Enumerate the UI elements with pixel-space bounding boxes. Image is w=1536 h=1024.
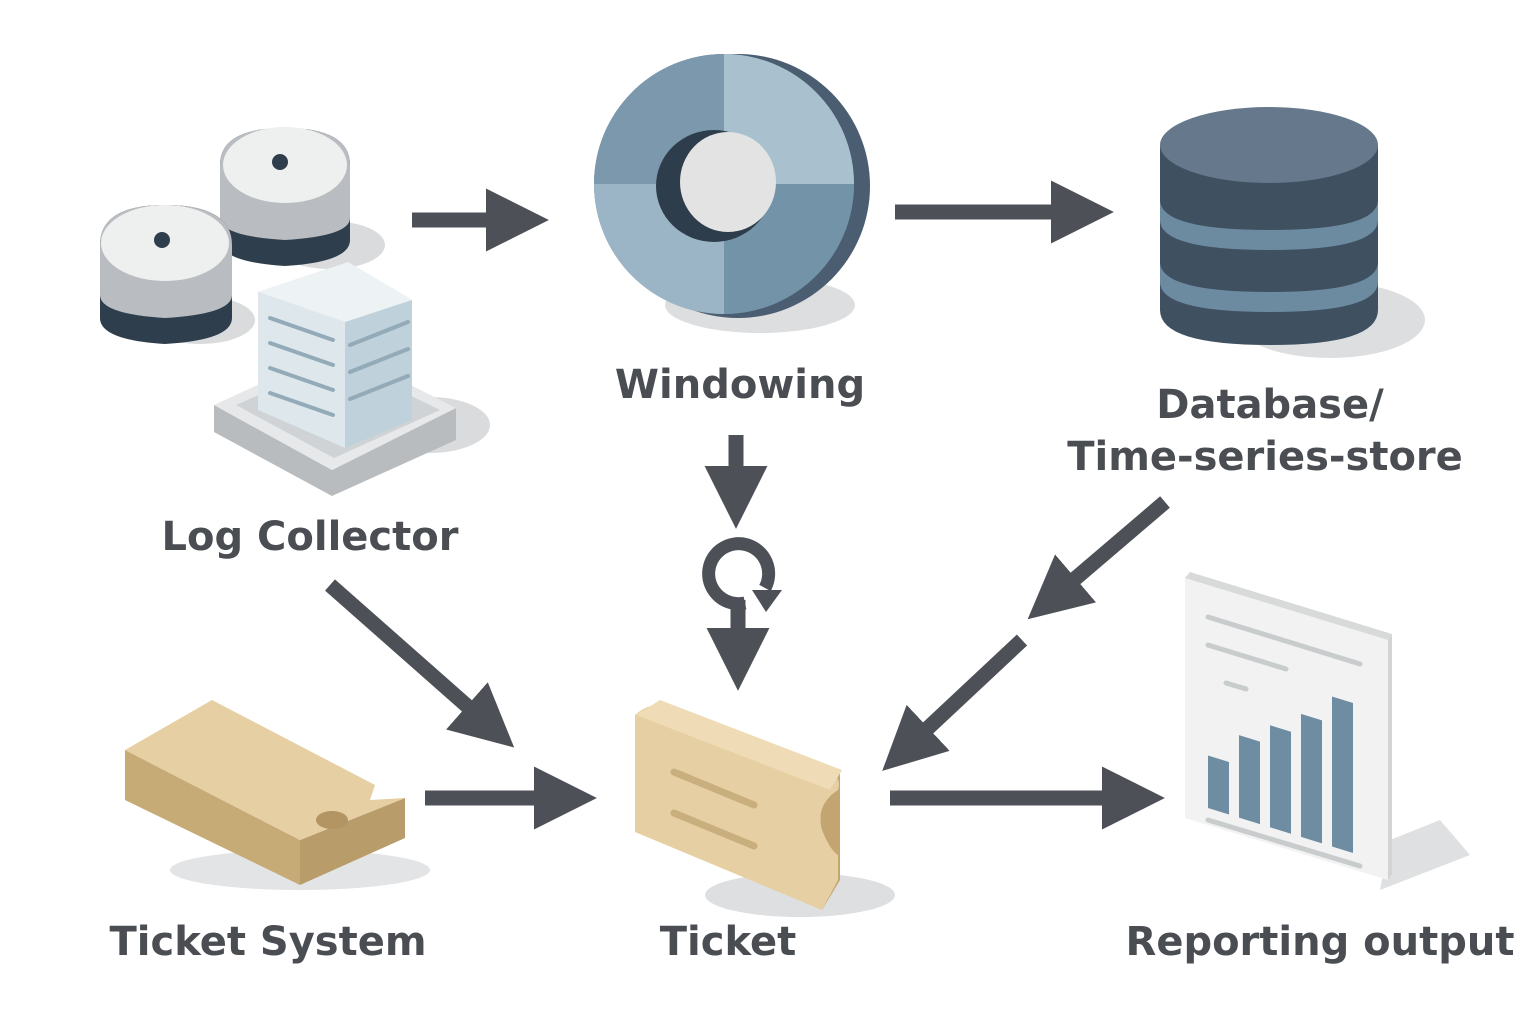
- database-label-line1: Database/: [1156, 382, 1384, 428]
- arrow-midpoint-to-ticket: [882, 634, 1028, 771]
- reporting-output-label: Reporting output: [1126, 919, 1515, 965]
- database-label-line2: Time-series-store: [1067, 434, 1463, 480]
- arrow-log-collector-to-ticket: [325, 579, 515, 748]
- bar-chart-report-icon: [1185, 572, 1470, 890]
- sensor-icon: [220, 127, 350, 266]
- report-bar: [1270, 725, 1291, 834]
- report-bar: [1301, 713, 1322, 844]
- ticket-icon: [635, 700, 895, 917]
- log-collector-icon: [100, 127, 490, 496]
- loop-refresh-icon: [702, 537, 782, 612]
- windowing-ring-icon: [594, 54, 870, 333]
- report-bar: [1208, 755, 1229, 815]
- database-cylinder-icon: [1160, 107, 1425, 358]
- ticket-system-block-icon: [125, 700, 430, 890]
- report-bar: [1239, 735, 1260, 825]
- log-collector-label: Log Collector: [162, 514, 459, 560]
- report-bar: [1332, 696, 1353, 853]
- ticket-label: Ticket: [660, 919, 796, 965]
- report-bars: [1208, 696, 1353, 853]
- edges: [325, 180, 1170, 830]
- windowing-label: Windowing: [615, 362, 865, 408]
- sensor-icon: [100, 205, 232, 344]
- document-stack-icon: [258, 262, 412, 448]
- arrow-database-to-midpoint: [1027, 496, 1170, 620]
- ticket-system-label: Ticket System: [109, 919, 426, 965]
